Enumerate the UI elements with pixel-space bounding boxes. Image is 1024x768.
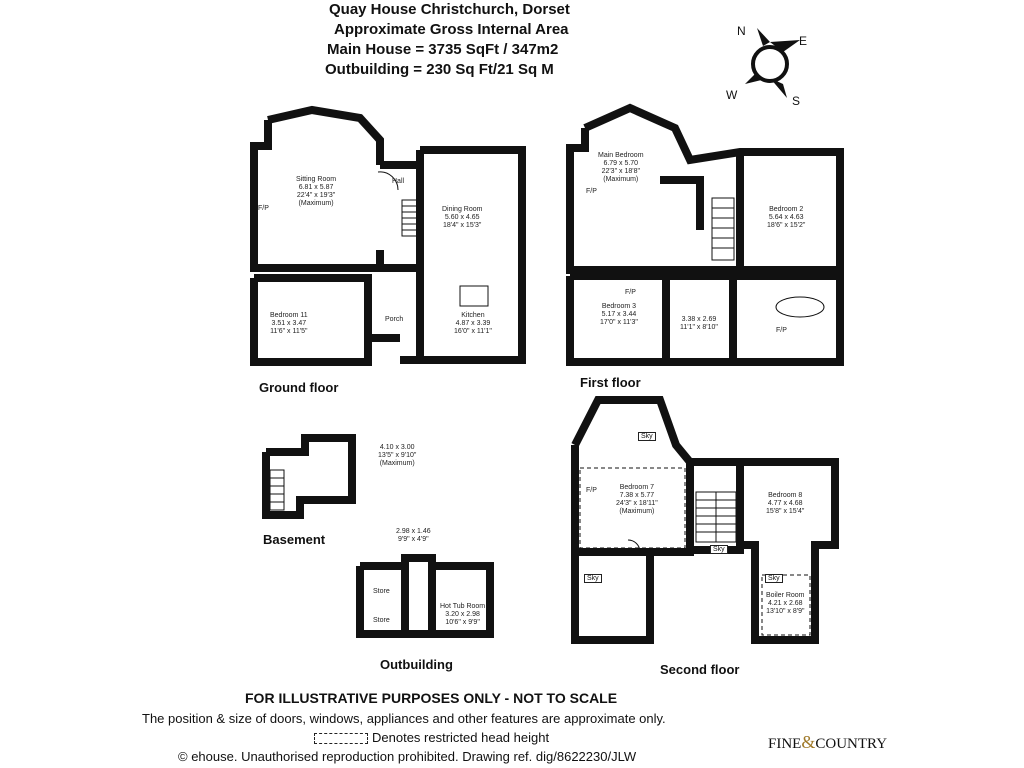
room-imperial: 9'9" x 4'9" [398, 536, 429, 543]
floor-label-basement: Basement [263, 532, 326, 547]
main-house-area: Main House = 3735 SqFt / 347m2 [327, 41, 559, 58]
room-basement: 4.10 x 3.00 13'5" x 9'10" (Maximum) [378, 444, 416, 468]
room-name: Dining Room [442, 206, 483, 213]
room-imperial: 10'6" x 9'9" [445, 619, 480, 626]
room-first-small: 3.38 x 2.69 11'1" x 8'10" [680, 316, 718, 332]
room-name: Boiler Room [766, 592, 805, 599]
fireplace-label: F/P [776, 327, 787, 334]
room-imperial: 13'10" x 8'9" [766, 608, 805, 615]
room-imperial: 18'6" x 15'2" [767, 222, 806, 229]
room-note: (Maximum) [603, 176, 639, 183]
room-hot-tub: Hot Tub Room 3.20 x 2.98 10'6" x 9'9" [440, 603, 485, 627]
room-metric: 5.60 x 4.65 [444, 214, 480, 221]
fireplace-label: F/P [258, 205, 269, 212]
room-bedroom-8: Bedroom 8 4.77 x 4.68 15'8" x 15'4" [766, 492, 804, 516]
floor-label-first: First floor [580, 375, 641, 390]
room-store: Store [373, 588, 390, 595]
room-note: (Maximum) [379, 460, 415, 467]
room-porch: Porch [385, 316, 404, 323]
brand-word: FINE [768, 736, 802, 752]
room-boiler: Boiler Room 4.21 x 2.68 13'10" x 8'9" [766, 592, 805, 616]
room-imperial: 11'6" x 11'5" [270, 328, 308, 335]
room-metric: 2.98 x 1.46 [396, 528, 431, 535]
room-metric: 6.81 x 5.87 [298, 184, 334, 191]
room-store: Store [373, 617, 390, 624]
compass-s: S [792, 94, 801, 108]
title: Quay House Christchurch, Dorset [329, 1, 570, 18]
skylight-label: Sky [710, 545, 728, 554]
room-bedroom-7: Bedroom 7 7.38 x 5.77 24'3" x 18'11" (Ma… [616, 484, 658, 516]
room-imperial: 15'8" x 15'4" [766, 508, 805, 515]
fireplace-label: F/P [586, 188, 597, 195]
room-bedroom-11: Bedroom 11 3.51 x 3.47 11'6" x 11'5" [270, 312, 308, 336]
room-name: Bedroom 2 [769, 206, 804, 213]
room-metric: 4.87 x 3.39 [455, 320, 491, 327]
room-name: Bedroom 3 [601, 303, 637, 310]
room-dining: Dining Room 5.60 x 4.65 18'4" x 15'3" [442, 206, 482, 230]
room-imperial: 18'4" x 15'3" [443, 222, 482, 229]
room-name: Main Bedroom [598, 152, 644, 159]
room-note: (Maximum) [619, 508, 655, 515]
restricted-height-swatch [314, 733, 368, 744]
room-name: Hot Tub Room [440, 603, 486, 610]
room-name: Bedroom 11 [270, 312, 308, 319]
room-name: Kitchen [461, 312, 485, 319]
room-name: Bedroom 8 [768, 492, 803, 499]
room-metric: 5.17 x 3.44 [601, 311, 637, 318]
fireplace-label: F/P [586, 487, 597, 494]
room-imperial: 16'0" x 11'1" [454, 328, 492, 335]
copyright: © ehouse. Unauthorised reproduction proh… [178, 749, 637, 764]
room-metric: 7.38 x 5.77 [619, 492, 655, 499]
room-metric: 3.20 x 2.98 [445, 611, 480, 618]
room-metric: 5.64 x 4.63 [768, 214, 804, 221]
brand-ampersand: & [801, 732, 816, 752]
floor-label-outbuilding: Outbuilding [380, 657, 453, 672]
room-imperial: 22'4" x 19'3" [296, 192, 336, 199]
room-main-bedroom: Main Bedroom 6.79 x 5.70 22'3" x 18'8" (… [598, 152, 644, 184]
room-note: (Maximum) [298, 200, 334, 207]
floor-label-second: Second floor [660, 662, 740, 677]
room-metric: 6.79 x 5.70 [603, 160, 639, 167]
sitting-bay-wall [267, 105, 384, 165]
room-name: Bedroom 7 [619, 484, 654, 491]
skylight-label: Sky [765, 574, 783, 583]
room-metric: 4.21 x 2.68 [767, 600, 803, 607]
outbuilding-area: Outbuilding = 230 Sq Ft/21 Sq M [325, 61, 554, 78]
compass-n: N [737, 24, 746, 38]
skylight-label: Sky [584, 574, 602, 583]
floor-label-ground: Ground floor [259, 380, 339, 395]
room-kitchen: Kitchen 4.87 x 3.39 16'0" x 11'1" [454, 312, 492, 336]
legend-text: Denotes restricted head height [372, 730, 550, 745]
room-metric: 3.51 x 3.47 [271, 320, 307, 327]
room-hall: Hall [392, 178, 405, 185]
room-metric: 4.77 x 4.68 [767, 500, 803, 507]
brand-logo: FINE&COUNTRY [768, 732, 887, 753]
room-sitting: Sitting Room 6.81 x 5.87 22'4" x 19'3" (… [296, 176, 336, 208]
compass-w: W [726, 88, 738, 102]
disclaimer: FOR ILLUSTRATIVE PURPOSES ONLY - NOT TO … [245, 690, 618, 706]
room-outbuilding-top: 2.98 x 1.46 9'9" x 4'9" [396, 528, 431, 544]
compass-e: E [799, 34, 808, 48]
room-imperial: 17'0" x 11'3" [600, 319, 638, 326]
skylight-label: Sky [638, 432, 656, 441]
approx-note: The position & size of doors, windows, a… [142, 711, 666, 726]
room-imperial: 13'5" x 9'10" [378, 452, 417, 459]
fireplace-label: F/P [625, 289, 636, 296]
compass-icon [725, 22, 815, 108]
room-imperial: 22'3" x 18'8" [601, 168, 640, 175]
room-imperial: 11'1" x 8'10" [680, 324, 718, 331]
room-bedroom-2: Bedroom 2 5.64 x 4.63 18'6" x 15'2" [767, 206, 805, 230]
room-bedroom-3: Bedroom 3 5.17 x 3.44 17'0" x 11'3" [600, 303, 638, 327]
room-imperial: 24'3" x 18'11" [616, 500, 658, 507]
room-metric: 4.10 x 3.00 [379, 444, 415, 451]
area-heading: Approximate Gross Internal Area [334, 21, 569, 38]
room-metric: 3.38 x 2.69 [681, 316, 717, 323]
room-name: Sitting Room [296, 176, 337, 183]
brand-word: COUNTRY [815, 736, 888, 752]
